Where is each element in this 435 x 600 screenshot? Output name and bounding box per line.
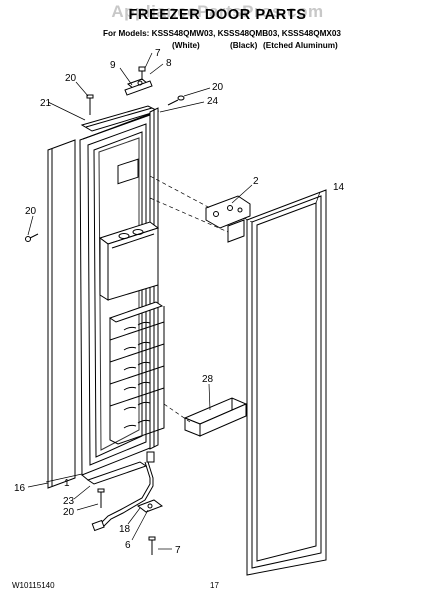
- callout-20-bottom: 20: [63, 507, 75, 518]
- callout-20-right: 20: [212, 82, 224, 93]
- top-hinge-assembly: [124, 66, 153, 96]
- callout-20-left: 20: [25, 206, 37, 217]
- callout-14: 14: [333, 182, 345, 193]
- model-list: For Models: KSSS48QMW03, KSSS48QMB03, KS…: [103, 29, 341, 38]
- callout-23: 23: [63, 496, 75, 507]
- callout-8: 8: [166, 58, 172, 69]
- back-panel: [47, 139, 76, 489]
- callout-24: 24: [207, 96, 219, 107]
- document-number: W10115140: [12, 581, 55, 590]
- color-etched-aluminum: (Etched Aluminum): [263, 41, 338, 50]
- watermark: AppliancePartsPros.com: [111, 2, 324, 21]
- shelf-bin-part-28: [183, 397, 248, 437]
- callout-labels: 20 21 9 7 8 20 24 20 2 14 28 16 1 23 20 …: [14, 48, 345, 556]
- door-gasket-part-14: [246, 189, 327, 576]
- screws: [25, 94, 185, 555]
- callout-7-top: 7: [155, 48, 161, 59]
- callout-2: 2: [253, 176, 259, 187]
- callout-16: 16: [14, 483, 26, 494]
- callout-20-top: 20: [65, 73, 77, 84]
- hinge-bracket-part-2: [205, 195, 251, 243]
- bottom-hinge-and-harness: [86, 451, 164, 532]
- callout-18: 18: [119, 524, 131, 535]
- callout-28: 28: [202, 374, 214, 385]
- page-number: 17: [210, 581, 219, 590]
- callout-7-bottom: 7: [175, 545, 181, 556]
- color-black: (Black): [230, 41, 258, 50]
- page-title: FREEZER DOOR PARTS: [128, 7, 307, 23]
- callout-6: 6: [125, 540, 131, 551]
- callout-21: 21: [40, 98, 52, 109]
- callout-9: 9: [110, 60, 116, 71]
- color-white: (White): [172, 41, 200, 50]
- door-shelf-stack: [108, 301, 165, 445]
- dispenser-housing: [98, 158, 160, 301]
- leader-lines: [27, 52, 321, 550]
- alignment-dashes: [149, 175, 253, 423]
- callout-1: 1: [64, 478, 70, 489]
